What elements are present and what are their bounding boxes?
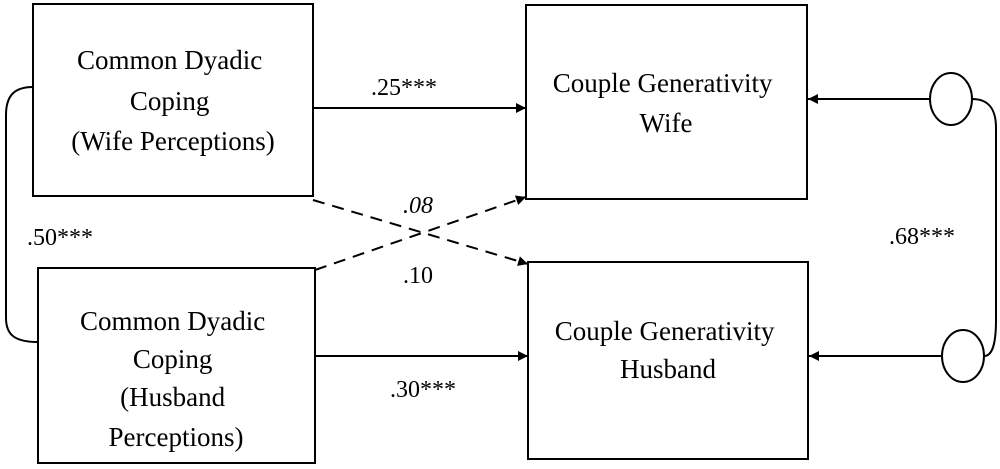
wife-generativity-label: Couple Generativity Wife <box>553 68 779 138</box>
husband-generativity-box <box>527 261 809 460</box>
coef-predictor-covariance: .50*** <box>27 225 93 251</box>
husband-coping-label: Common Dyadic Coping (Husband Perception… <box>80 306 272 452</box>
wife-coping-label: Common Dyadic Coping (Wife Perceptions) <box>71 45 275 156</box>
wife-coping-box <box>32 3 314 197</box>
husband-coping-box <box>37 267 316 464</box>
path-husband-to-wife <box>314 195 527 271</box>
wife-generativity-box <box>525 4 808 200</box>
coef-husband-to-wife: .08 <box>403 193 433 219</box>
coef-wife-to-wife: .25*** <box>371 75 437 101</box>
coef-husband-to-husband: .30*** <box>390 377 456 403</box>
coef-residual-covariance: .68*** <box>889 224 955 250</box>
husband-generativity-label: Couple Generativity Husband <box>555 316 781 384</box>
wife-residual-circle <box>929 72 973 126</box>
residual-covariance-curve <box>971 98 997 357</box>
predictor-covariance-curve <box>5 86 39 343</box>
path-wife-to-husband <box>312 199 529 266</box>
husband-residual-circle <box>941 329 985 383</box>
coef-wife-to-husband: .10 <box>403 263 433 289</box>
